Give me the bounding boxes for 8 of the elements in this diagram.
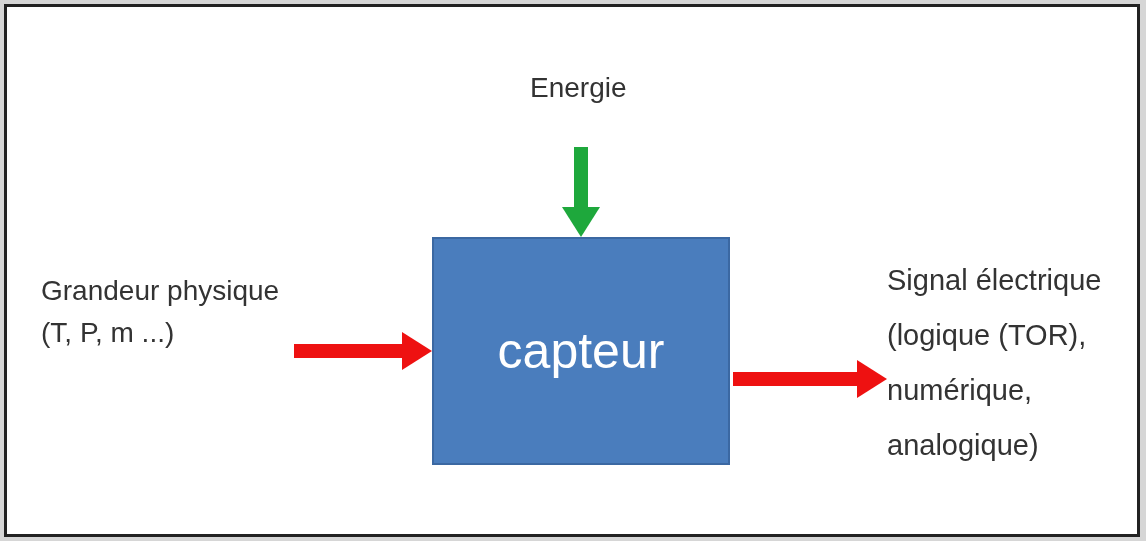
arrow: [294, 332, 432, 370]
node-label: Grandeur physique (T, P, m ...): [41, 270, 291, 354]
arrow: [733, 360, 887, 398]
arrow: [562, 147, 600, 237]
box-label: capteur: [497, 322, 665, 380]
node-label: Energie: [530, 67, 642, 109]
node-label: Signal électrique (logique (TOR), numérique, analogique): [887, 253, 1127, 505]
sensor-box: [432, 237, 730, 465]
